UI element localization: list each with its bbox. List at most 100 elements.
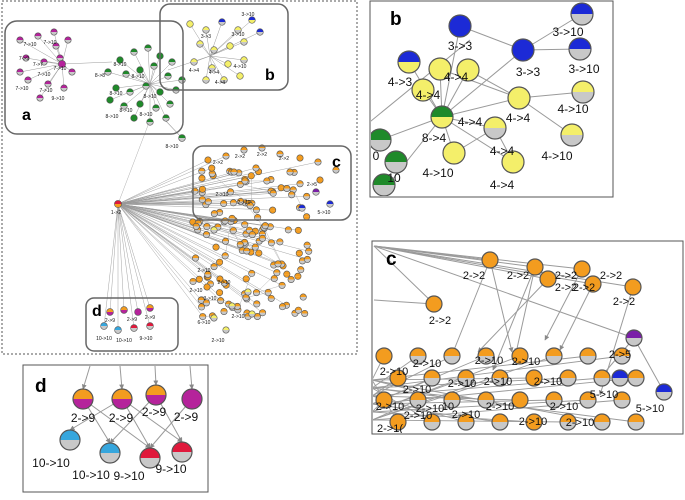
green-node [157, 89, 164, 96]
magenta-node [17, 69, 23, 75]
orange-node [268, 240, 274, 246]
node-label: 9->10 [140, 336, 153, 342]
yellow-node [211, 315, 217, 321]
network-edge [118, 120, 150, 204]
zoom-d-node [112, 389, 132, 409]
green-node [123, 71, 130, 78]
green-bridge-node [179, 135, 186, 142]
node-label: 2->9 [127, 317, 137, 323]
node-label: 4->10 [234, 64, 247, 70]
node-label: 4->4 [490, 144, 515, 158]
orange-node [301, 310, 307, 316]
orange-node [196, 276, 202, 282]
orange-node [237, 241, 243, 247]
node-label: 2->10 [190, 288, 203, 294]
magenta-node [17, 37, 23, 43]
orange-node [193, 223, 199, 229]
node-label: 5->10 [590, 389, 618, 401]
orange-node [199, 175, 205, 181]
node-label: 9->10 [155, 462, 186, 476]
orange-node [278, 185, 284, 191]
orange-node [285, 227, 291, 233]
node-label: 8->8 [95, 73, 105, 79]
orange-node [249, 270, 255, 276]
yellow-node [203, 77, 210, 84]
node-label: 3->3 [201, 34, 211, 40]
orange-node [264, 178, 270, 184]
node-label: 2->10 [566, 417, 594, 429]
orange-node [241, 147, 247, 153]
orange-node [270, 190, 276, 196]
orange-node [211, 210, 217, 216]
node-label: 2->9 [109, 411, 134, 425]
node-label: 2->10 [448, 378, 476, 390]
node-label: 9->10 [113, 469, 144, 483]
orange-node [244, 248, 250, 254]
yellow-node [225, 61, 232, 68]
node-label: 4->4 [209, 70, 219, 76]
orange-node [205, 198, 211, 204]
network-edge [62, 62, 112, 64]
node-label: 2->2 [235, 154, 245, 160]
zoom-c-node [594, 370, 610, 386]
node-label: 7->10 [54, 66, 67, 72]
zoom-c-node [628, 414, 644, 430]
yellow-node [211, 227, 217, 233]
green-node [153, 105, 160, 112]
zoom-b-node [385, 151, 407, 173]
orange-node [256, 250, 262, 256]
green-node [169, 59, 176, 66]
orange-node [230, 200, 236, 206]
green-node [163, 115, 170, 122]
magenta-node [51, 29, 57, 35]
orange-node [216, 289, 222, 295]
zoom-d-label: d [35, 376, 47, 397]
node-label: 1->2 [111, 210, 121, 216]
network-edge [104, 204, 118, 326]
orange-node [300, 294, 306, 300]
zoom-c-node [426, 296, 442, 312]
node-label: 4->4 [490, 178, 515, 192]
node-label: 2->5 [609, 349, 631, 361]
node-label: 3->10 [568, 62, 599, 76]
orange-node [242, 221, 248, 227]
orange-node [259, 310, 265, 316]
node-label: 10->10 [32, 456, 70, 470]
node-label: 2->2 [613, 296, 635, 308]
yellow-node [227, 43, 234, 50]
node-label: 10->10 [72, 468, 110, 482]
node-label: 8->10 [110, 91, 123, 97]
orange-node [203, 231, 209, 237]
zoom-c-node [580, 348, 596, 364]
orange-node [274, 269, 280, 275]
zoom-b-node [449, 15, 471, 37]
node-label: 4->4 [506, 111, 531, 125]
green-node [131, 115, 138, 122]
node-label: 5->10 [636, 403, 664, 415]
node-label: 2->10 [512, 356, 540, 368]
orange-node [216, 259, 222, 265]
orange-node [288, 192, 294, 198]
node-label: 3->3 [448, 39, 473, 53]
green-node [147, 119, 154, 126]
orange-node [317, 177, 323, 183]
orange-node [306, 248, 312, 254]
d-node [147, 323, 154, 330]
orange-node [295, 273, 301, 279]
zoom-c-node [656, 384, 672, 400]
network-edge [251, 176, 252, 203]
network-edge [110, 204, 118, 312]
zoom-c-node [492, 414, 508, 430]
region-d-label: d [92, 303, 102, 320]
node-label: 2->2 [257, 152, 267, 158]
yellow-node [187, 21, 194, 28]
node-label: 4->3 [388, 75, 413, 89]
d-node [107, 309, 114, 316]
green-node [145, 45, 152, 52]
overview-frame [2, 1, 357, 354]
yellow-node [237, 73, 244, 80]
yellow-node [203, 27, 210, 34]
node-label: 2->2 [507, 270, 529, 282]
node-label: 2->10 [232, 314, 245, 320]
